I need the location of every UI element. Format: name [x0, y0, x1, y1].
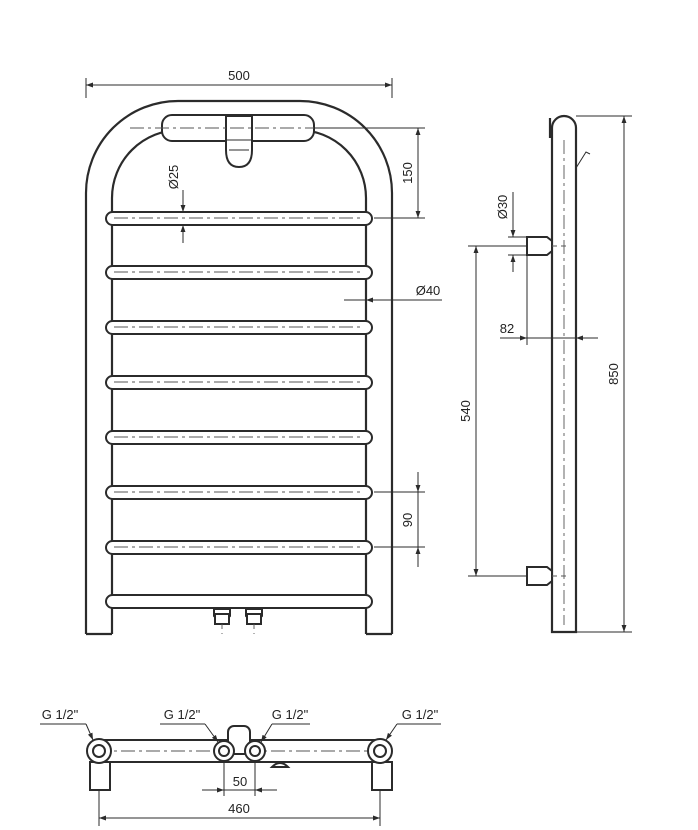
front-top-vent: [225, 115, 253, 169]
side-profile: [550, 114, 578, 634]
connection-label: G 1/2": [402, 707, 439, 722]
front-bar: [105, 211, 373, 226]
bottom-view: G 1/2" G 1/2" G 1/2" G 1/2" 50 460: [40, 707, 441, 826]
front-frame-outer: [84, 99, 394, 634]
inner-spacing-label: 50: [233, 774, 247, 789]
connector-diameter-label: Ø30: [495, 195, 510, 220]
connection-label: G 1/2": [164, 707, 201, 722]
bottom-left-foot: [89, 761, 111, 791]
side-upper-connector: [526, 236, 553, 256]
front-bottom-valves: [213, 608, 263, 634]
connector-spacing-label: 540: [458, 400, 473, 422]
bar-spacing-label: 90: [400, 513, 415, 527]
bottom-plug: [269, 762, 291, 768]
outer-spacing-label: 460: [228, 801, 250, 816]
side-view: Ø30 82 540 850: [458, 114, 632, 634]
tube-diameter-label: Ø25: [166, 165, 181, 190]
front-bars: [105, 211, 373, 609]
connection-label: G 1/2": [272, 707, 309, 722]
width-dimension-label: 500: [228, 68, 250, 83]
front-bar: [105, 594, 373, 609]
frame-diameter-label: Ø40: [416, 283, 441, 298]
wall-offset-label: 82: [500, 321, 514, 336]
front-bar: [105, 265, 373, 280]
top-offset-label: 150: [400, 162, 415, 184]
front-view: 500 150 Ø25 Ø40 90: [84, 68, 442, 636]
front-bar: [105, 320, 373, 335]
front-bar: [105, 540, 373, 555]
front-bar: [105, 485, 373, 500]
side-lower-connector: [526, 566, 553, 586]
front-bar: [105, 430, 373, 445]
bottom-right-foot: [371, 761, 393, 791]
front-bar: [105, 375, 373, 390]
connection-label: G 1/2": [42, 707, 79, 722]
height-label: 850: [606, 363, 621, 385]
side-hook: [575, 151, 591, 169]
